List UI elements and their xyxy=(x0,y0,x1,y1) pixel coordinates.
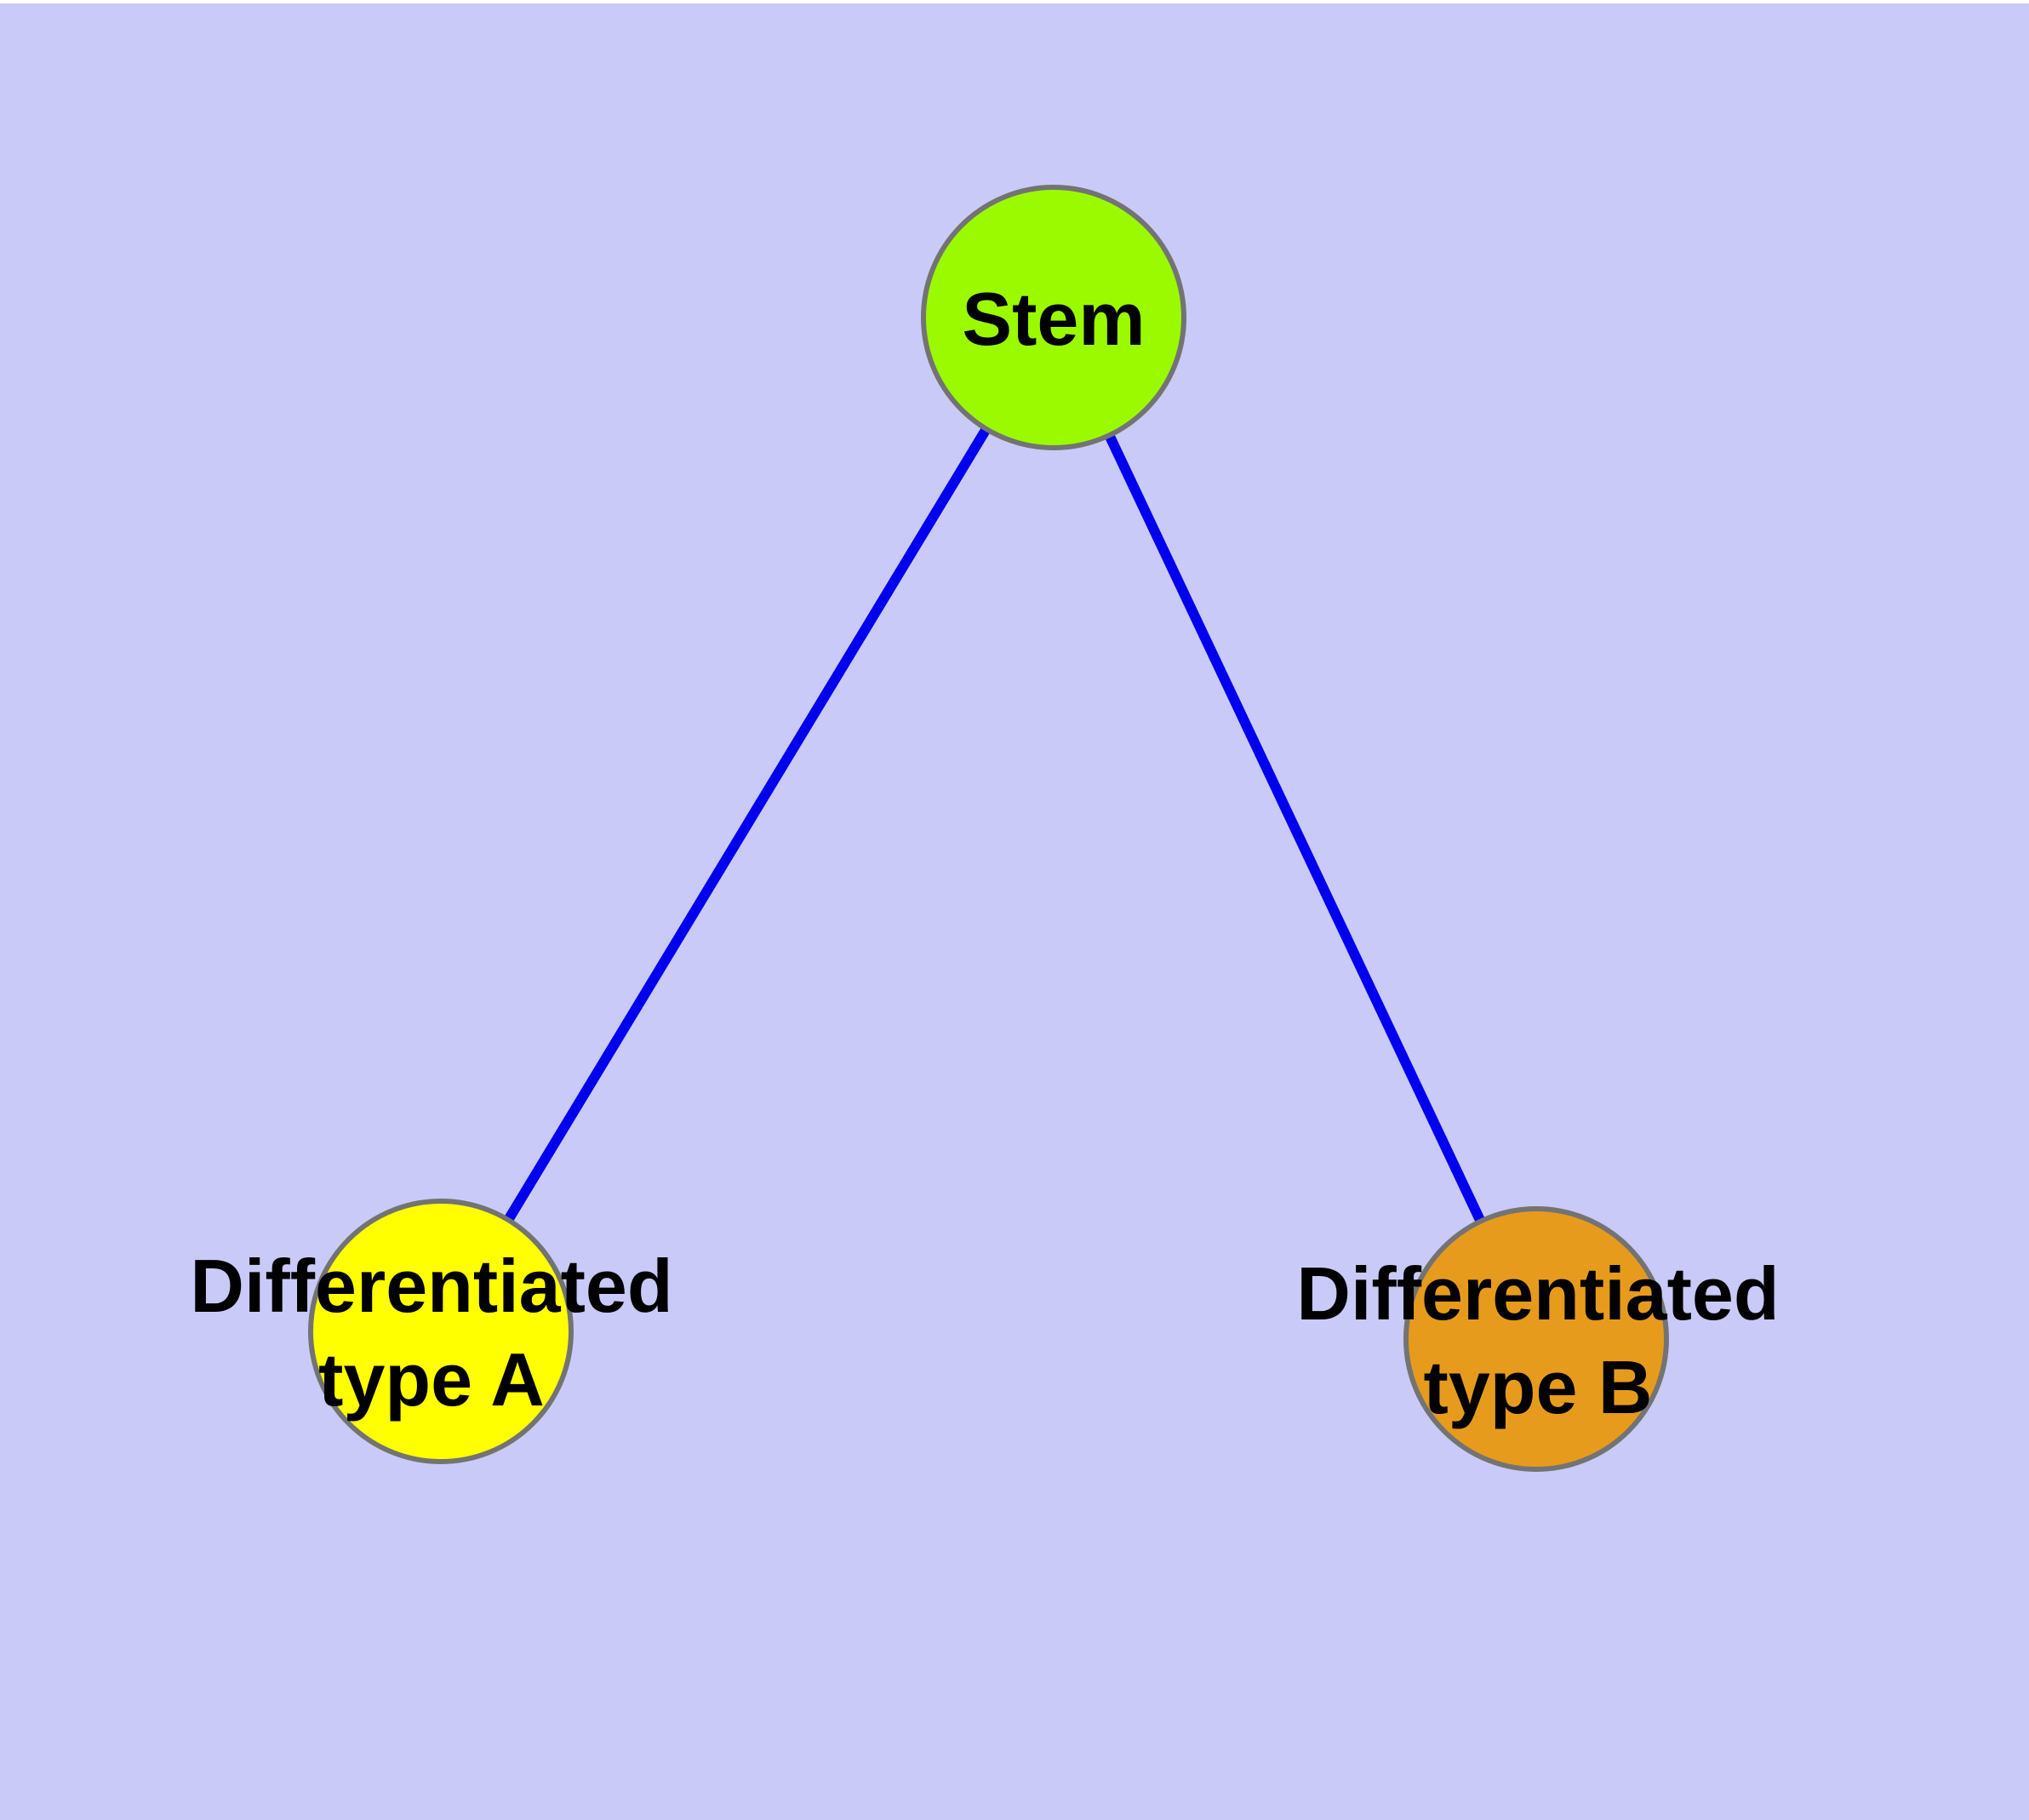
edge-stem-to-type-a xyxy=(436,314,1059,1335)
edge-stem-to-type-b xyxy=(1049,315,1541,1342)
node-stem-label: Stem xyxy=(962,277,1146,361)
node-stem-circle xyxy=(921,185,1186,450)
node-differentiated-type-a-label: Differentiated type A xyxy=(190,1244,673,1422)
node-differentiated-type-b-label: Differentiated type B xyxy=(1296,1251,1780,1429)
node-differentiated-type-a-circle xyxy=(308,1199,574,1464)
node-differentiated-type-b-circle xyxy=(1403,1206,1669,1472)
